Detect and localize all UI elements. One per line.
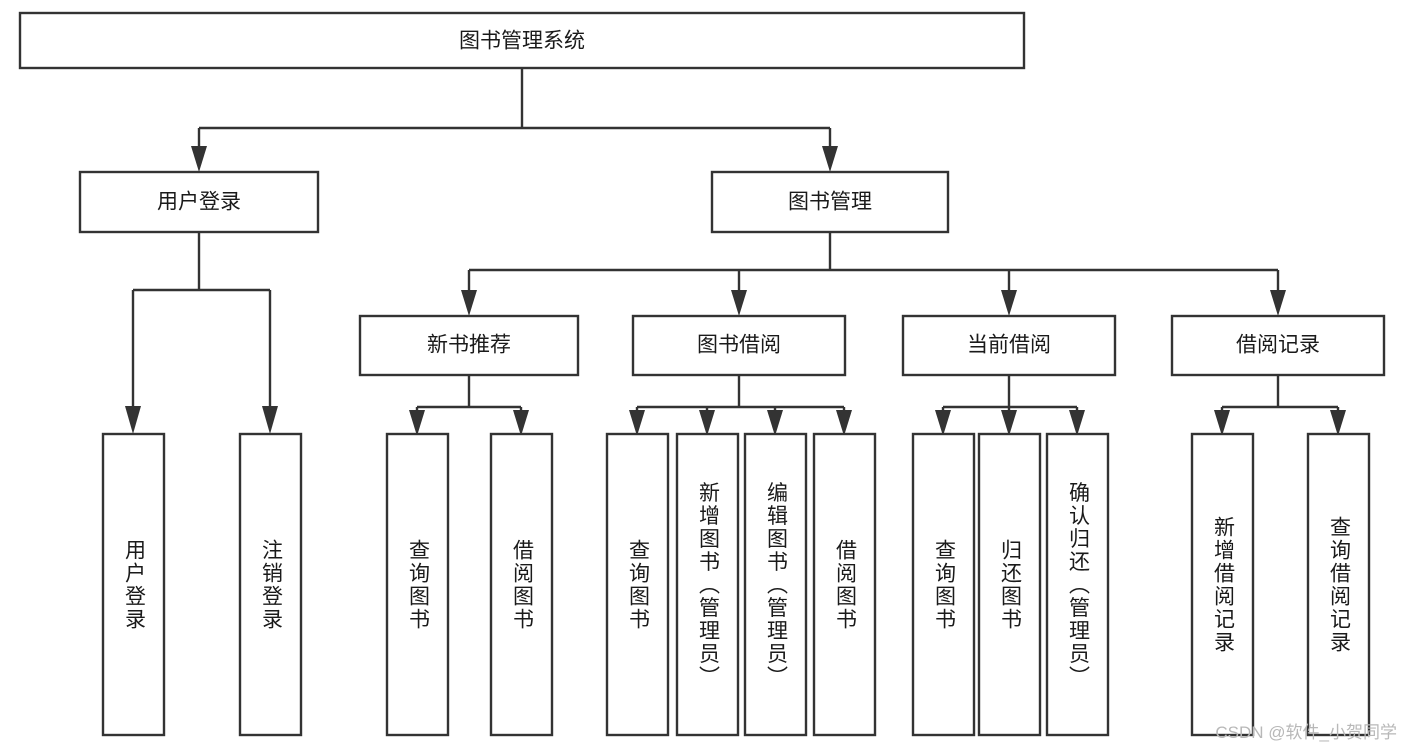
node-book-borrow[interactable]: 图书借阅: [631, 314, 847, 377]
node-leaf-add-book[interactable]: 新增图书（管理员）: [675, 432, 740, 737]
node-leaf-query-record-label: 查询借阅记录: [1327, 516, 1351, 654]
arrow-to-leaf-add-book: [699, 410, 715, 436]
node-leaf-query-book-3[interactable]: 查询图书: [911, 432, 976, 737]
node-new-book-recommend[interactable]: 新书推荐: [358, 314, 580, 377]
node-leaf-query-book-1[interactable]: 查询图书: [385, 432, 450, 737]
node-leaf-user-login-box[interactable]: [101, 432, 166, 737]
node-leaf-confirm-return-box[interactable]: [1045, 432, 1110, 737]
arrow-to-book-borrow: [731, 290, 747, 316]
node-leaf-logout-box[interactable]: [238, 432, 303, 737]
node-leaf-query-book-1-box[interactable]: [385, 432, 450, 737]
node-root-box[interactable]: [18, 11, 1026, 70]
node-new-book-recommend-box[interactable]: [358, 314, 580, 377]
node-leaf-borrow-book-1-label: 借阅图书: [510, 539, 534, 631]
node-leaf-logout-label: 注销登录: [259, 539, 283, 631]
node-leaf-query-book-3-box[interactable]: [911, 432, 976, 737]
node-leaf-query-book-2-box[interactable]: [605, 432, 670, 737]
arrow-to-leaf-borrow-book-2: [836, 410, 852, 436]
node-user-login[interactable]: 用户登录: [78, 170, 320, 234]
node-book-management-box[interactable]: [710, 170, 950, 234]
nodes-layer: 图书管理系统 用户登录 图书管理 新书推荐 图书借阅: [18, 11, 1386, 737]
node-leaf-return-book-box[interactable]: [977, 432, 1042, 737]
node-root[interactable]: 图书管理系统: [18, 11, 1026, 70]
node-leaf-confirm-return[interactable]: 确认归还（管理员）: [1045, 432, 1110, 737]
node-leaf-query-book-3-label: 查询图书: [932, 539, 956, 631]
arrow-to-borrow-record: [1270, 290, 1286, 316]
node-leaf-query-record-box[interactable]: [1306, 432, 1371, 737]
node-leaf-logout[interactable]: 注销登录: [238, 432, 303, 737]
node-leaf-query-book-2[interactable]: 查询图书: [605, 432, 670, 737]
arrow-to-leaf-query-book-1: [409, 410, 425, 436]
node-book-management[interactable]: 图书管理: [710, 170, 950, 234]
node-current-borrow-box[interactable]: [901, 314, 1117, 377]
node-borrow-record[interactable]: 借阅记录: [1170, 314, 1386, 377]
node-leaf-edit-book-box[interactable]: [743, 432, 808, 737]
arrow-to-leaf-add-record: [1214, 410, 1230, 436]
node-leaf-edit-book-label: 编辑图书（管理员）: [764, 482, 788, 689]
arrow-to-leaf-user-login: [125, 406, 141, 434]
node-leaf-borrow-book-2-label: 借阅图书: [833, 539, 857, 631]
node-borrow-record-box[interactable]: [1170, 314, 1386, 377]
node-leaf-add-record-label: 新增借阅记录: [1211, 516, 1235, 654]
arrow-to-current-borrow: [1001, 290, 1017, 316]
node-leaf-add-book-label: 新增图书（管理员）: [696, 482, 720, 689]
arrow-to-leaf-confirm-return: [1069, 410, 1085, 436]
arrow-to-leaf-borrow-book-1: [513, 410, 529, 436]
node-leaf-add-book-box[interactable]: [675, 432, 740, 737]
node-leaf-add-record-box[interactable]: [1190, 432, 1255, 737]
node-leaf-user-login[interactable]: 用户登录: [101, 432, 166, 737]
arrow-to-new-book-recommend: [461, 290, 477, 316]
node-leaf-borrow-book-2-box[interactable]: [812, 432, 877, 737]
node-book-borrow-label: 图书借阅: [697, 334, 781, 357]
node-leaf-return-book[interactable]: 归还图书: [977, 432, 1042, 737]
arrow-to-leaf-query-book-3: [935, 410, 951, 436]
node-user-login-box[interactable]: [78, 170, 320, 234]
node-leaf-borrow-book-2[interactable]: 借阅图书: [812, 432, 877, 737]
node-book-management-label: 图书管理: [788, 191, 872, 214]
node-new-book-recommend-label: 新书推荐: [427, 334, 511, 357]
arrow-to-leaf-query-book-2: [629, 410, 645, 436]
arrow-to-leaf-logout: [262, 406, 278, 434]
node-user-login-label: 用户登录: [157, 191, 241, 214]
node-current-borrow-label: 当前借阅: [967, 334, 1051, 357]
arrow-to-leaf-return-book: [1001, 410, 1017, 436]
node-borrow-record-label: 借阅记录: [1236, 334, 1320, 357]
arrow-to-leaf-edit-book: [767, 410, 783, 436]
node-current-borrow[interactable]: 当前借阅: [901, 314, 1117, 377]
node-leaf-edit-book[interactable]: 编辑图书（管理员）: [743, 432, 808, 737]
node-leaf-borrow-book-1[interactable]: 借阅图书: [489, 432, 554, 737]
arrow-to-leaf-query-record: [1330, 410, 1346, 436]
node-root-label: 图书管理系统: [459, 30, 585, 53]
node-book-borrow-box[interactable]: [631, 314, 847, 377]
edges-layer: [125, 68, 1346, 436]
node-leaf-query-book-2-label: 查询图书: [626, 539, 650, 631]
arrow-to-user-login: [191, 146, 207, 172]
node-leaf-borrow-book-1-box[interactable]: [489, 432, 554, 737]
node-leaf-query-book-1-label: 查询图书: [406, 539, 430, 631]
node-leaf-add-record[interactable]: 新增借阅记录: [1190, 432, 1255, 737]
node-leaf-confirm-return-label: 确认归还（管理员）: [1066, 482, 1090, 689]
node-leaf-user-login-label: 用户登录: [122, 539, 146, 631]
arrow-to-book-management: [822, 146, 838, 172]
node-leaf-query-record[interactable]: 查询借阅记录: [1306, 432, 1371, 737]
node-leaf-return-book-label: 归还图书: [998, 539, 1022, 631]
